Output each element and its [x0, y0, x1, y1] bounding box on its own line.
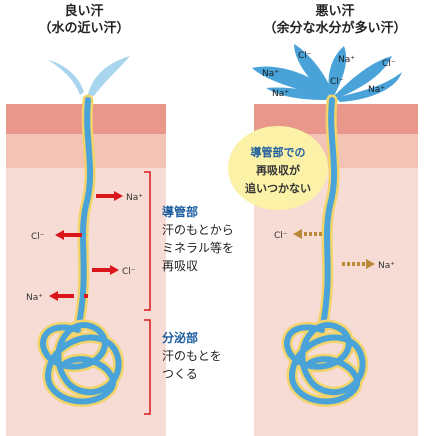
right-drop-ion: Cl⁻: [382, 59, 396, 69]
bubble-line: 追いつかない: [245, 181, 311, 195]
left-ion-na-lower: Na⁺: [26, 293, 43, 303]
left-arrow-na-upper: [96, 191, 123, 201]
right-spray-drop: [266, 87, 328, 100]
left-spray-drop: [88, 56, 130, 96]
duct-desc-line: 汗のもとから: [162, 223, 234, 237]
bubble-heading: 導管部での: [251, 145, 306, 159]
left-ion-cl-mid: Cl⁻: [122, 267, 136, 277]
left-arrow-na-lower: [49, 291, 88, 301]
right-ion-na-right: Na⁺: [378, 261, 395, 271]
right-ion-cl-left: Cl⁻: [274, 231, 288, 241]
duct-desc-line: 再吸収: [162, 259, 198, 273]
bubble-line: 再吸収が: [256, 163, 300, 177]
left-arrow-cl-mid: [92, 265, 119, 275]
right-arrow-cl-left: [293, 229, 322, 239]
left-subtitle: （水の近い汗）: [38, 20, 129, 36]
left-spray-drop: [48, 60, 84, 95]
reabsorption-bubble: 導管部での 再吸収が 追いつかない: [228, 126, 328, 210]
right-sweat-duct: [319, 97, 338, 333]
duct-heading: 導管部: [162, 204, 198, 219]
secretory-desc-line: つくる: [162, 367, 198, 381]
right-drop-ion: Na⁺: [262, 69, 279, 79]
right-spray-drop: [334, 56, 392, 98]
secretory-bracket: [144, 319, 151, 415]
duct-desc-line: ミネラル等を: [162, 241, 234, 255]
right-drop-ion: Cl⁻: [298, 51, 312, 61]
left-secretory-coil: [37, 319, 125, 407]
right-title: 悪い汗: [315, 3, 354, 19]
secretory-heading: 分泌部: [162, 330, 198, 345]
right-spray-drop: [328, 46, 347, 96]
right-arrow-na-right: [342, 259, 375, 269]
right-spray-drop: [336, 72, 402, 102]
right-drop-ion: Na⁺: [272, 89, 289, 99]
right-panel: 悪い汗 （余分な水分が多い汗） Na⁺ Cl⁻ Na⁺ Cl⁻ Na⁺ Cl⁻ …: [252, 3, 418, 436]
right-drop-ion: Na⁺: [338, 55, 355, 65]
right-secretory-coil: [281, 319, 369, 407]
right-subtitle: （余分な水分が多い汗）: [263, 20, 406, 36]
left-title: 良い汗: [64, 3, 103, 19]
right-drop-ion: Cl⁻: [330, 77, 344, 87]
right-spray-drop: [252, 66, 330, 98]
left-arrow-cl-left: [55, 230, 82, 240]
right-drop-ion: Na⁺: [368, 85, 385, 95]
left-panel: 良い汗 （水の近い汗） Na⁺ Cl⁻ Cl⁻: [6, 3, 166, 436]
right-spray-drop: [294, 44, 332, 96]
left-ion-na-upper: Na⁺: [126, 193, 143, 203]
secretory-desc-line: 汗のもとを: [162, 349, 222, 363]
duct-bracket: [144, 171, 151, 311]
left-sweat-duct: [75, 97, 94, 333]
left-ion-cl-left: Cl⁻: [31, 232, 45, 242]
